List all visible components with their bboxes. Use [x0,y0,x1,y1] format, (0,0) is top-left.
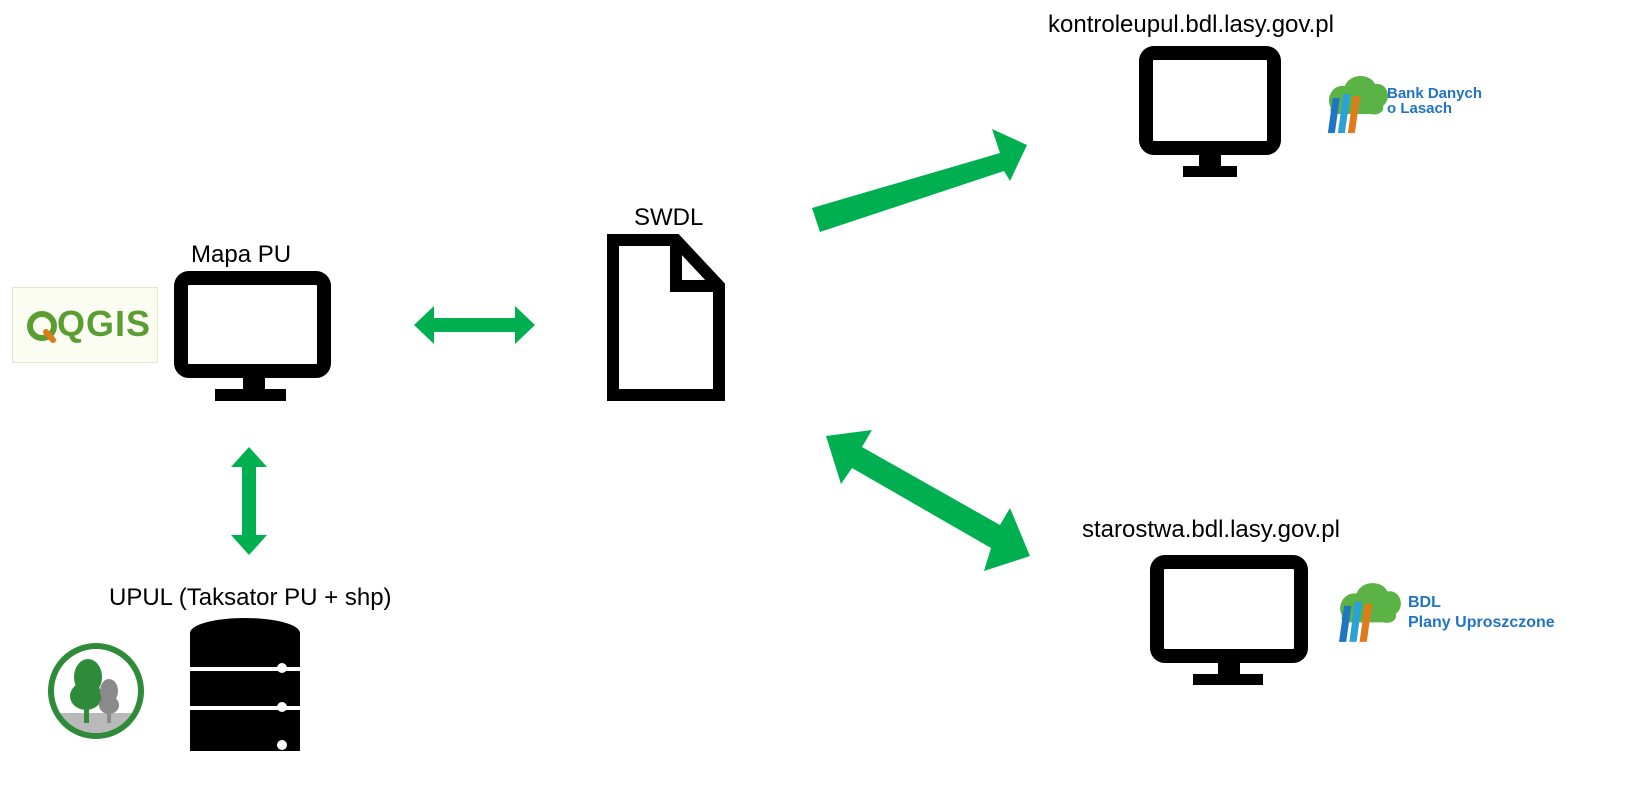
computer-monitor-icon [1139,46,1281,177]
trees-logo-icon [46,641,146,741]
bdl-bank-line2: o Lasach [1387,100,1453,117]
mapa-pu-label: Mapa PU [191,241,292,268]
swdl-label: SWDL [634,204,704,231]
upul-label: UPUL (Taksator PU + shp) [109,584,392,611]
document-icon [607,234,725,401]
bdl-bank-line1: Bank Danych [1387,85,1483,102]
bdl-plany-line2: Plany Uproszczone [1408,614,1555,631]
bdl-plany-line1: BDL [1408,594,1441,611]
bdl-logo-icon: Bank Danych o Lasach [1323,68,1493,138]
kontrole-label: kontroleupul.bdl.lasy.gov.pl [1048,11,1334,38]
computer-monitor-icon [1150,555,1308,685]
qgis-logo-icon: QGIS [12,287,158,363]
double-arrow-mapa-upul [231,447,267,555]
bdl-logo-icon: BDL Plany Uproszczone [1334,575,1574,647]
computer-monitor-icon [174,271,331,401]
double-arrow-swdl-starostwa [826,430,1030,571]
double-arrow-mapa-swdl [414,306,535,344]
qgis-logo-text: QGIS [57,303,152,344]
database-icon [190,618,300,751]
starostwa-label: starostwa.bdl.lasy.gov.pl [1082,516,1340,543]
arrow-swdl-kontrole [812,129,1027,232]
